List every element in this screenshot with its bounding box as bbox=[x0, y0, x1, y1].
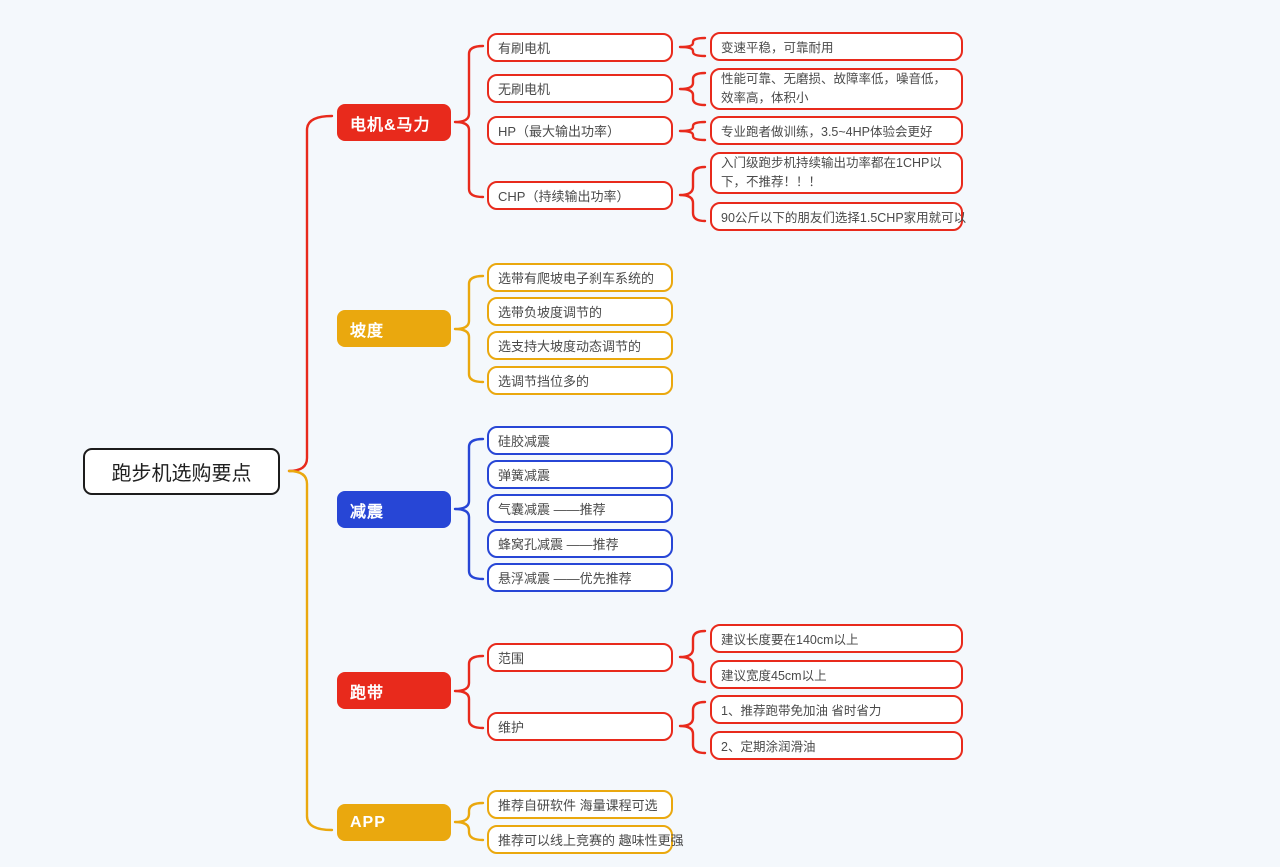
leaf-maintenance-lubricate[interactable]: 2、定期涂润滑油 bbox=[710, 731, 963, 760]
child-incline-dynamic[interactable]: 选支持大坡度动态调节的 bbox=[487, 331, 673, 360]
brace-maintenance-leaves bbox=[678, 700, 707, 755]
child-app-competition[interactable]: 推荐可以线上竞赛的 趣味性更强 bbox=[487, 825, 684, 854]
child-damping-suspension[interactable]: 悬浮减震 ——优先推荐 bbox=[487, 563, 673, 592]
brace-belt bbox=[453, 654, 485, 730]
child-incline-gears[interactable]: 选调节挡位多的 bbox=[487, 366, 673, 395]
child-damping-silicone[interactable]: 硅胶减震 bbox=[487, 426, 673, 455]
child-damping-spring[interactable]: 弹簧减震 bbox=[487, 460, 673, 489]
brace-root-upper bbox=[287, 114, 334, 473]
brace-root-lower bbox=[287, 469, 334, 832]
child-chp-cont-power[interactable]: CHP（持续输出功率） bbox=[487, 181, 673, 210]
leaf-belt-width[interactable]: 建议宽度45cm以上 bbox=[710, 660, 963, 689]
child-incline-brake-system[interactable]: 选带有爬坡电子刹车系统的 bbox=[487, 263, 673, 292]
brace-damping bbox=[453, 437, 485, 581]
leaf-brushed-motor-note[interactable]: 变速平稳，可靠耐用 bbox=[710, 32, 963, 61]
child-app-own-software[interactable]: 推荐自研软件 海量课程可选 bbox=[487, 790, 673, 819]
leaf-belt-length[interactable]: 建议长度要在140cm以上 bbox=[710, 624, 963, 653]
branch-app[interactable]: APP bbox=[337, 804, 451, 841]
branch-running-belt[interactable]: 跑带 bbox=[337, 672, 451, 709]
child-belt-maintenance[interactable]: 维护 bbox=[487, 712, 673, 741]
child-brushless-motor[interactable]: 无刷电机 bbox=[487, 74, 673, 103]
leaf-hp-advice[interactable]: 专业跑者做训练，3.5~4HP体验会更好 bbox=[710, 116, 963, 145]
brace-range-leaves bbox=[678, 629, 707, 684]
brace-hp-leaf bbox=[678, 120, 707, 142]
brace-brushed-leaf bbox=[678, 36, 707, 58]
brace-app bbox=[453, 801, 485, 842]
branch-incline[interactable]: 坡度 bbox=[337, 310, 451, 347]
leaf-maintenance-oil-free[interactable]: 1、推荐跑带免加油 省时省力 bbox=[710, 695, 963, 724]
branch-damping[interactable]: 减震 bbox=[337, 491, 451, 528]
leaf-chp-warning[interactable]: 入门级跑步机持续输出功率都在1CHP以下，不推荐！！！ bbox=[710, 152, 963, 194]
child-incline-negative[interactable]: 选带负坡度调节的 bbox=[487, 297, 673, 326]
child-hp-max-power[interactable]: HP（最大输出功率） bbox=[487, 116, 673, 145]
leaf-brushless-motor-note[interactable]: 性能可靠、无磨损、故障率低，噪音低，效率高，体积小 bbox=[710, 68, 963, 110]
child-belt-range[interactable]: 范围 bbox=[487, 643, 673, 672]
root-node[interactable]: 跑步机选购要点 bbox=[83, 448, 280, 495]
brace-motor bbox=[453, 44, 485, 199]
branch-motor-power[interactable]: 电机&马力 bbox=[337, 104, 451, 141]
brace-chp-leaves bbox=[678, 165, 707, 223]
child-brushed-motor[interactable]: 有刷电机 bbox=[487, 33, 673, 62]
leaf-chp-recommendation[interactable]: 90公斤以下的朋友们选择1.5CHP家用就可以 bbox=[710, 202, 966, 231]
child-damping-honeycomb[interactable]: 蜂窝孔减震 ——推荐 bbox=[487, 529, 673, 558]
brace-incline bbox=[453, 274, 485, 384]
brace-brushless-leaf bbox=[678, 71, 707, 107]
child-damping-airbag[interactable]: 气囊减震 ——推荐 bbox=[487, 494, 673, 523]
